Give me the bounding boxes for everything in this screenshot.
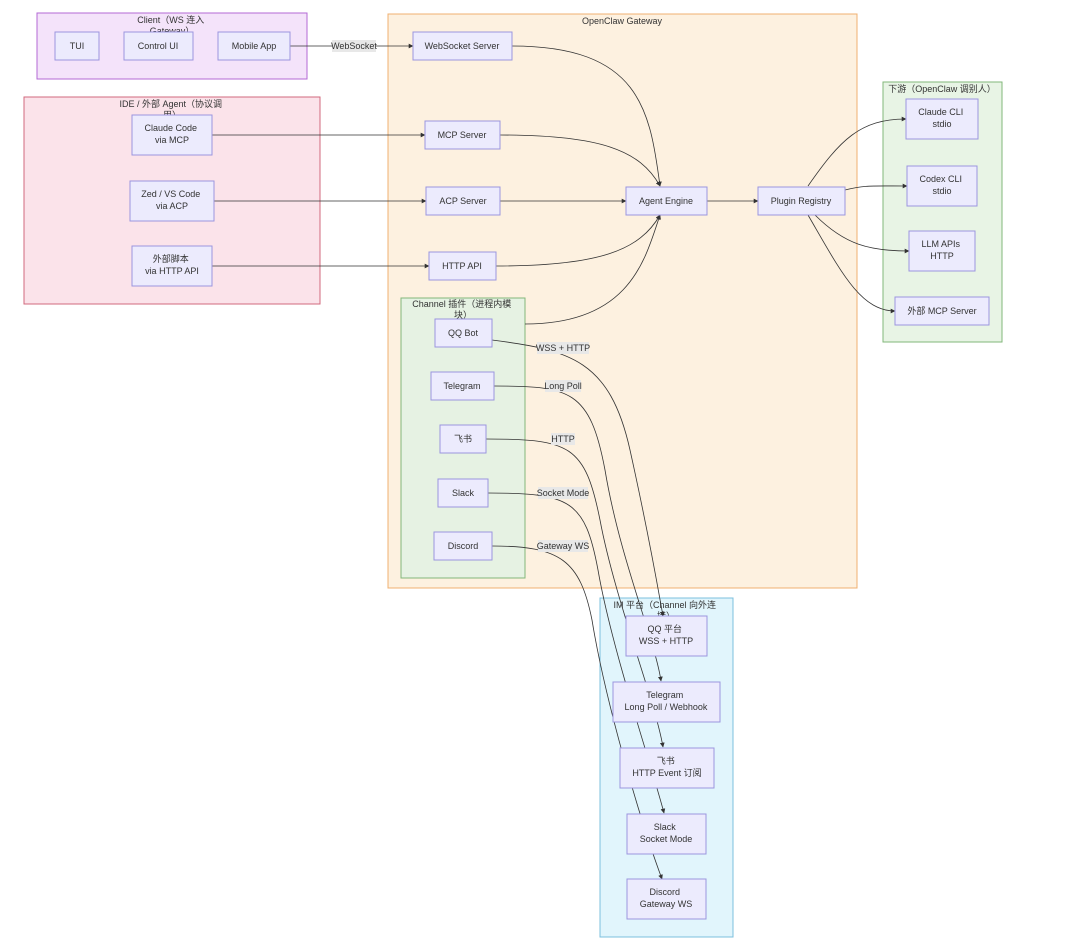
edge-label-qq: WSS + HTTP	[536, 342, 590, 354]
svg-text:WebSocket: WebSocket	[331, 41, 377, 51]
cluster-downstream-label: 下游（OpenClaw 调别人）	[888, 83, 996, 94]
node-slack[interactable]: Slack	[437, 478, 489, 508]
node-plugin-registry[interactable]: Plugin Registry	[757, 186, 846, 216]
svg-text:QQ Bot: QQ Bot	[448, 328, 479, 338]
node-slack-platform[interactable]: Slack Socket Mode	[626, 813, 707, 855]
node-codex-cli[interactable]: Codex CLI stdio	[906, 165, 978, 207]
svg-text:QQ 平台 WSS + HTTP: QQ 平台 WSS + HTTP	[639, 623, 693, 646]
svg-text:飞书: 飞书	[454, 434, 472, 444]
edge-label-websocket: WebSocket	[331, 40, 377, 52]
svg-text:MCP Server: MCP Server	[438, 130, 487, 140]
edge-mcp-to-agent	[499, 134, 661, 187]
svg-text:Slack: Slack	[452, 488, 475, 498]
svg-text:LLM APIs HTTP: LLM APIs HTTP	[921, 239, 962, 261]
node-agent-engine[interactable]: Agent Engine	[625, 186, 708, 216]
cluster-channel-label: Channel 插件（进程内模 块）	[412, 298, 514, 320]
edge-label-slack: Socket Mode	[537, 487, 590, 499]
edge-registry-to-ext-mcp	[807, 214, 896, 314]
svg-text:Zed / VS Code via ACP: Zed / VS Code via ACP	[141, 189, 203, 211]
node-qq-bot[interactable]: QQ Bot	[434, 318, 493, 348]
edge-label-discord: Gateway WS	[537, 540, 590, 552]
svg-text:Discord Gateway WS: Discord Gateway WS	[640, 887, 693, 909]
svg-text:ACP Server: ACP Server	[439, 196, 486, 206]
node-qq-platform[interactable]: QQ 平台 WSS + HTTP	[625, 615, 708, 657]
node-http-api[interactable]: HTTP API	[428, 251, 497, 281]
svg-text:HTTP: HTTP	[551, 434, 575, 444]
svg-text:Telegram: Telegram	[443, 381, 480, 391]
svg-text:Claude CLI stdio: Claude CLI stdio	[918, 107, 966, 129]
svg-text:Gateway WS: Gateway WS	[537, 541, 590, 551]
edge-label-telegram: Long Poll	[544, 380, 582, 392]
edge-registry-to-llm	[814, 214, 910, 254]
node-tui[interactable]: TUI	[54, 31, 100, 61]
node-discord[interactable]: Discord	[433, 531, 493, 561]
svg-text:WSS + HTTP: WSS + HTTP	[536, 343, 590, 353]
edge-channel-to-agent	[524, 214, 661, 325]
svg-text:Slack Socket Mode: Slack Socket Mode	[640, 822, 693, 844]
svg-text:外部 MCP Server: 外部 MCP Server	[907, 305, 976, 316]
node-ext-mcp[interactable]: 外部 MCP Server	[894, 296, 990, 326]
node-control-ui[interactable]: Control UI	[123, 31, 194, 61]
node-acp-server[interactable]: ACP Server	[425, 186, 501, 216]
node-claude-cli[interactable]: Claude CLI stdio	[905, 98, 979, 140]
edge-ws-to-agent	[511, 45, 662, 187]
node-ext-script[interactable]: 外部脚本 via HTTP API	[131, 245, 213, 287]
svg-text:Control UI: Control UI	[138, 41, 179, 51]
node-discord-platform[interactable]: Discord Gateway WS	[626, 878, 707, 920]
node-feishu-platform[interactable]: 飞书 HTTP Event 订阅	[619, 747, 715, 789]
cluster-gateway-label: OpenClaw Gateway	[582, 16, 663, 26]
svg-text:Plugin Registry: Plugin Registry	[771, 196, 832, 206]
node-telegram[interactable]: Telegram	[430, 371, 495, 401]
svg-text:Socket Mode: Socket Mode	[537, 488, 590, 498]
cluster-client-label: Client（WS 连入 Gateway）	[137, 14, 207, 36]
svg-text:Discord: Discord	[448, 541, 479, 551]
node-claude-code[interactable]: Claude Code via MCP	[131, 114, 213, 156]
node-feishu[interactable]: 飞书	[439, 424, 487, 454]
node-telegram-platform[interactable]: Telegram Long Poll / Webhook	[612, 681, 721, 723]
node-llm-apis[interactable]: LLM APIs HTTP	[908, 230, 976, 272]
svg-text:Telegram Long Poll / Web: Telegram Long Poll / Webhook	[625, 690, 708, 712]
svg-text:HTTP API: HTTP API	[442, 261, 482, 271]
svg-text:WebSocket Server: WebSocket Server	[425, 41, 500, 51]
node-zed-vscode[interactable]: Zed / VS Code via ACP	[129, 180, 215, 222]
svg-text:Agent Engine: Agent Engine	[639, 196, 693, 206]
svg-text:Long Poll: Long Poll	[544, 381, 582, 391]
node-mcp-server[interactable]: MCP Server	[424, 120, 501, 150]
edge-http-to-agent	[495, 214, 661, 267]
svg-text:飞书 HTTP Event 订阅: 飞书 HTTP Event 订阅	[632, 756, 701, 778]
svg-text:Mobile App: Mobile App	[232, 41, 277, 51]
svg-text:Claude Code via MCP: Claude Code via MCP	[144, 123, 199, 145]
node-mobile-app[interactable]: Mobile App	[217, 31, 291, 61]
edge-registry-to-claude-cli	[807, 116, 907, 187]
svg-text:外部脚本 via HTTP API: 外部脚本 via HTTP API	[145, 253, 199, 276]
svg-text:TUI: TUI	[70, 41, 85, 51]
edge-label-feishu: HTTP	[551, 433, 575, 445]
edge-registry-to-codex-cli	[844, 183, 908, 191]
node-ws-server[interactable]: WebSocket Server	[412, 31, 513, 61]
svg-text:Codex CLI stdio: Codex CLI stdio	[919, 174, 964, 196]
